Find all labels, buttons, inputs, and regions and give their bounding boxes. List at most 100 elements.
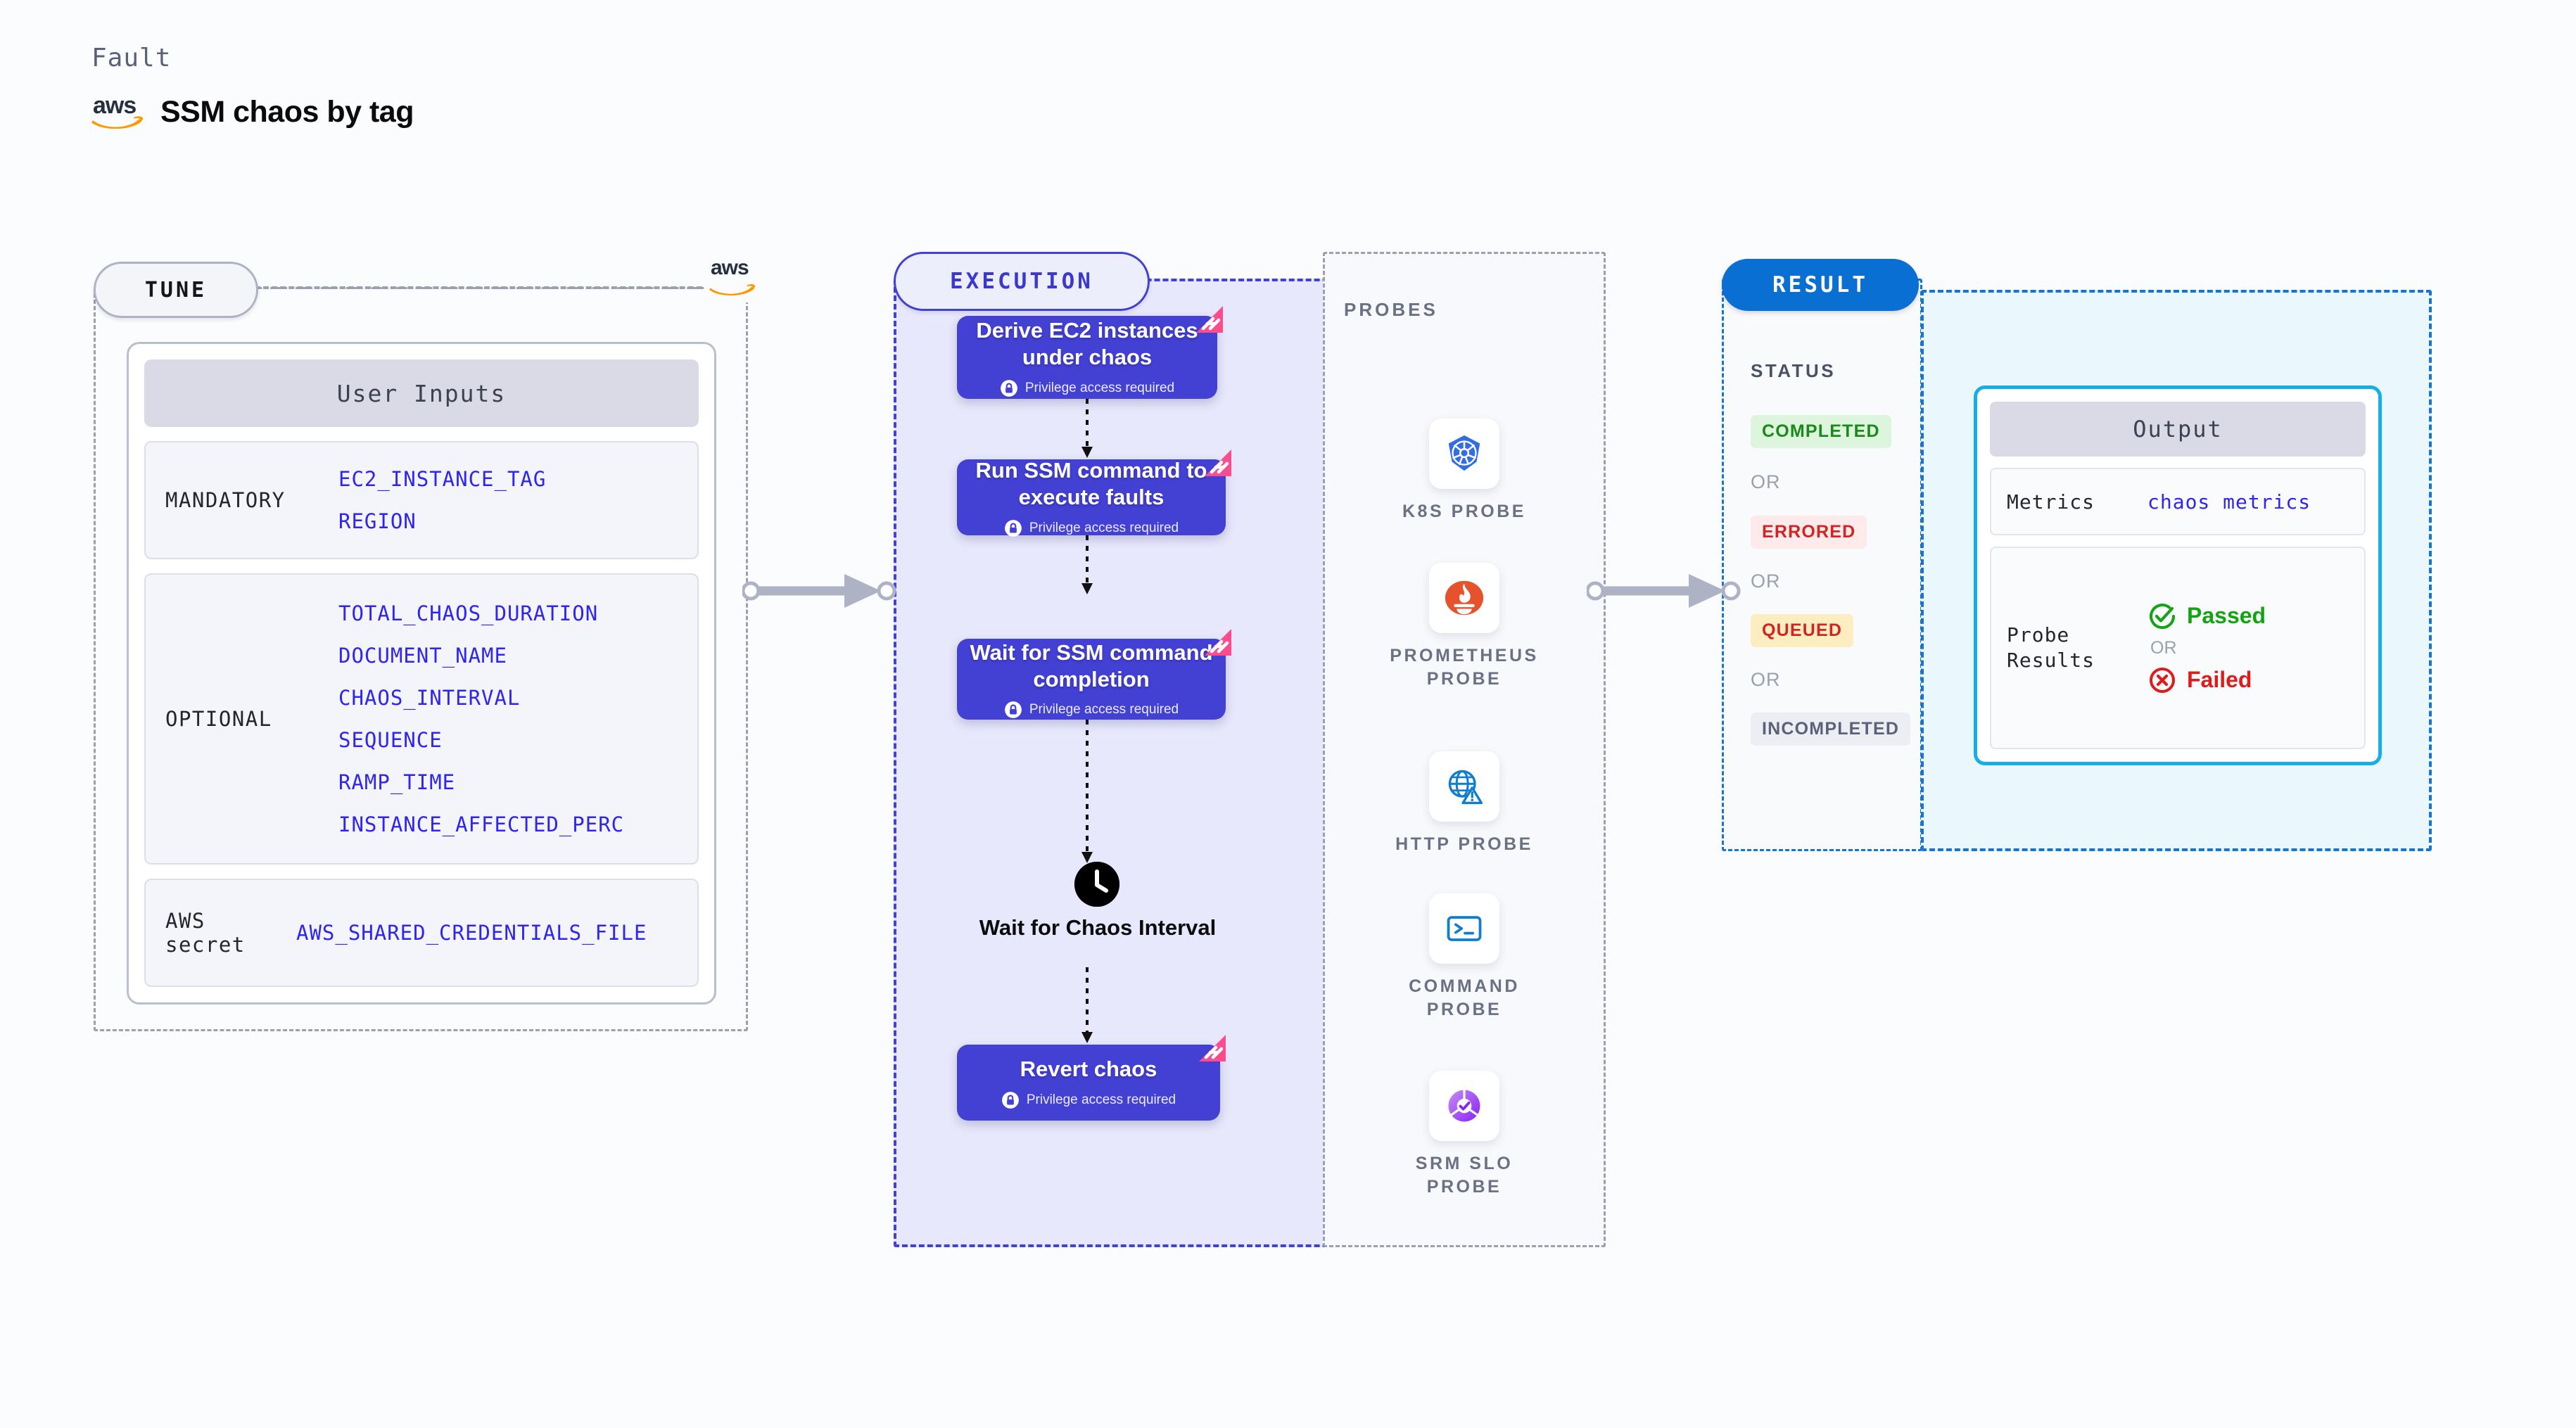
fault-kicker: Fault [91, 44, 172, 72]
probe-result-passed: Passed [2147, 601, 2266, 631]
status-badge-incompleted: INCOMPLETED [1751, 713, 1911, 746]
probe-item-k8s[interactable]: K8S PROBE [1383, 419, 1545, 523]
group-label-optional: OPTIONAL [165, 707, 272, 732]
prometheus-icon [1429, 563, 1499, 633]
privilege-note: Privilege access required [1001, 1091, 1176, 1109]
status-or: OR [1751, 669, 1781, 690]
fault-title-row: aws SSM chaos by tag [91, 94, 414, 130]
status-title: STATUS [1751, 360, 1836, 381]
input-var[interactable]: AWS_SHARED_CREDENTIALS_FILE [296, 920, 647, 945]
harness-logo-icon [1199, 1035, 1226, 1062]
status-badge-completed: COMPLETED [1751, 415, 1891, 448]
page-title: SSM chaos by tag [160, 94, 414, 129]
privilege-note: Privilege access required [1004, 701, 1179, 719]
output-card: Output Metrics chaos metrics Probe Resul… [1974, 385, 2382, 765]
input-var[interactable]: EC2_INSTANCE_TAG [338, 467, 547, 492]
execution-step-revert-chaos[interactable]: Revert chaos Privilege access required [957, 1035, 1226, 1121]
lock-icon [1000, 379, 1017, 397]
step-title: Run SSM command to execute faults [975, 458, 1207, 509]
input-group-mandatory: MANDATORY EC2_INSTANCE_TAG REGION [144, 441, 699, 560]
wait-node-label: Wait for Chaos Interval [979, 915, 1217, 940]
metrics-label: Metrics [2007, 490, 2095, 514]
probe-results-label: Probe Results [2007, 623, 2095, 672]
probe-item-http[interactable]: HTTP PROBE [1383, 751, 1545, 856]
flow-arrow [1081, 399, 1093, 458]
aws-wordmark: aws [93, 92, 137, 119]
input-var[interactable]: RAMP_TIME [338, 770, 456, 795]
connector-execution-to-result [1587, 574, 1741, 608]
output-header: Output [1990, 402, 2366, 457]
input-var[interactable]: TOTAL_CHAOS_DURATION [338, 601, 599, 626]
output-metrics-row: Metrics chaos metrics [1990, 468, 2366, 535]
probe-label: PROMETHEUS PROBE [1390, 646, 1539, 689]
privilege-text: Privilege access required [1026, 1092, 1176, 1107]
status-badge-errored: ERRORED [1751, 516, 1867, 549]
input-var[interactable]: SEQUENCE [338, 728, 443, 753]
probe-result-failed: Failed [2147, 665, 2266, 695]
privilege-text: Privilege access required [1029, 702, 1179, 718]
status-or: OR [1751, 570, 1781, 592]
user-inputs-card: User Inputs MANDATORY EC2_INSTANCE_TAG R… [127, 342, 716, 1005]
wait-for-chaos-interval-node[interactable] [1074, 862, 1119, 907]
execution-step-run-ssm-command[interactable]: Run SSM command to execute faults Privil… [957, 450, 1231, 537]
privilege-text: Privilege access required [1024, 380, 1175, 395]
aws-badge-wordmark: aws [711, 256, 749, 279]
input-var[interactable]: CHAOS_INTERVAL [338, 686, 521, 710]
failed-label: Failed [2187, 667, 2252, 692]
probe-label: SRM SLO PROBE [1415, 1154, 1514, 1197]
group-vars-mandatory: EC2_INSTANCE_TAG REGION [338, 467, 546, 533]
harness-logo-icon [1196, 306, 1223, 333]
input-var[interactable]: INSTANCE_AFFECTED_PERC [338, 812, 625, 837]
privilege-note: Privilege access required [1004, 519, 1179, 537]
privilege-text: Privilege access required [1029, 520, 1179, 535]
execution-step-derive-ec2-instances[interactable]: Derive EC2 instances under chaos Privile… [957, 306, 1223, 399]
probe-item-srm-slo[interactable]: SRM SLO PROBE [1383, 1071, 1545, 1199]
lock-icon [1004, 519, 1022, 537]
terminal-icon [1429, 893, 1499, 964]
input-group-aws-secret: AWS secret AWS_SHARED_CREDENTIALS_FILE [144, 878, 699, 987]
execution-stage-pill[interactable]: EXECUTION [894, 252, 1150, 311]
harness-logo-icon [1205, 629, 1231, 656]
input-group-optional: OPTIONAL TOTAL_CHAOS_DURATION DOCUMENT_N… [144, 573, 699, 865]
execution-step-wait-ssm-completion[interactable]: Wait for SSM command completion Privileg… [957, 629, 1231, 720]
probe-results-values: Passed OR Failed [2147, 601, 2266, 695]
privilege-note: Privilege access required [1000, 379, 1174, 397]
group-vars-aws-secret: AWS_SHARED_CREDENTIALS_FILE [296, 921, 647, 945]
tune-stage-pill[interactable]: TUNE [94, 262, 258, 318]
flow-arrow [1081, 967, 1093, 1043]
kubernetes-icon [1429, 419, 1499, 489]
http-globe-icon [1429, 751, 1499, 822]
result-stage-frame [1722, 279, 1922, 851]
probe-label: HTTP PROBE [1395, 834, 1533, 854]
connector-tune-to-execution [742, 574, 896, 608]
output-probe-results-row: Probe Results Passed OR Failed [1990, 547, 2366, 749]
clock-icon [1074, 862, 1119, 907]
lock-icon [1004, 701, 1022, 719]
flow-arrow [1081, 720, 1093, 863]
probe-item-prometheus[interactable]: PROMETHEUS PROBE [1383, 563, 1545, 691]
metrics-value[interactable]: chaos metrics [2147, 490, 2311, 514]
result-stage-pill[interactable]: RESULT [1722, 259, 1919, 311]
x-circle-icon [2150, 667, 2175, 693]
input-var[interactable]: DOCUMENT_NAME [338, 644, 507, 668]
flow-arrow [1081, 535, 1093, 594]
group-label-aws-secret: AWS secret [165, 908, 246, 957]
aws-badge-smile-icon [709, 284, 756, 295]
page-header: Fault aws SSM chaos by tag [91, 44, 414, 130]
srm-slo-icon [1429, 1071, 1499, 1141]
group-vars-optional: TOTAL_CHAOS_DURATION DOCUMENT_NAME CHAOS… [338, 601, 624, 836]
lock-icon [1001, 1091, 1019, 1109]
check-circle-icon [2150, 603, 2176, 629]
step-title: Wait for SSM command completion [970, 639, 1213, 691]
status-badge-queued: QUEUED [1751, 614, 1854, 647]
input-var[interactable]: REGION [338, 509, 417, 534]
probes-title: PROBES [1344, 299, 1438, 320]
aws-provider-badge-icon: aws [705, 252, 773, 302]
tune-aws-connector-line [255, 286, 728, 289]
group-label-mandatory: MANDATORY [165, 488, 286, 513]
passed-label: Passed [2187, 603, 2266, 628]
step-title: Revert chaos [1020, 1057, 1157, 1082]
probe-label: K8S PROBE [1402, 502, 1526, 521]
step-title: Derive EC2 instances under chaos [976, 318, 1198, 369]
probe-item-command[interactable]: COMMAND PROBE [1383, 893, 1545, 1021]
